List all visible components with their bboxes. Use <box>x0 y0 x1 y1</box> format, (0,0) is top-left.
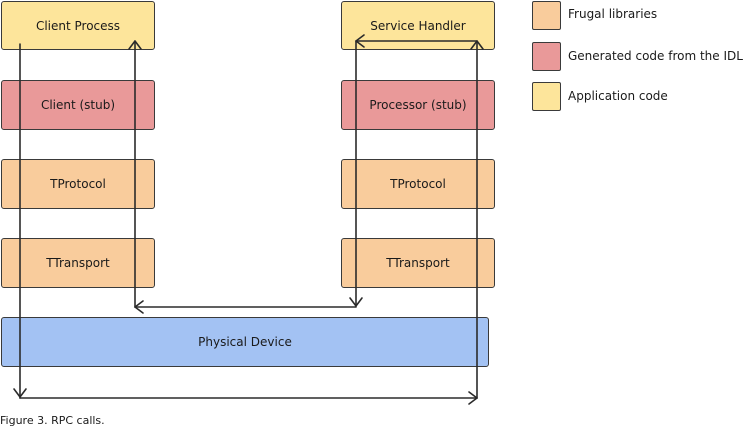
server-ttransport-box: TTransport <box>341 238 495 288</box>
physical-device-box: Physical Device <box>1 317 489 367</box>
client-process-box: Client Process <box>1 1 155 50</box>
server-ttransport-label: TTransport <box>386 256 450 270</box>
service-handler-box: Service Handler <box>341 1 495 50</box>
figure-caption: Figure 3. RPC calls. <box>0 414 105 427</box>
legend-swatch-frugal <box>532 1 561 30</box>
client-ttransport-label: TTransport <box>46 256 110 270</box>
legend-label-generated: Generated code from the IDL <box>568 49 743 63</box>
service-handler-label: Service Handler <box>370 18 466 33</box>
client-process-label: Client Process <box>35 18 121 33</box>
client-ttransport-box: TTransport <box>1 238 155 288</box>
request-arrowhead-right <box>468 391 478 405</box>
legend-swatch-generated <box>532 42 561 71</box>
server-tprotocol-label: TProtocol <box>390 177 446 191</box>
client-tprotocol-label: TProtocol <box>50 177 106 191</box>
processor-stub-box: Processor (stub) <box>341 80 495 130</box>
legend-swatch-application <box>532 82 561 111</box>
request-arrowhead-down <box>13 388 27 398</box>
physical-device-label: Physical Device <box>198 335 292 349</box>
server-tprotocol-box: TProtocol <box>341 159 495 209</box>
legend-label-frugal: Frugal libraries <box>568 7 658 21</box>
response-arrowhead-down <box>349 297 363 307</box>
legend-label-application: Application code <box>568 89 668 103</box>
client-stub-box: Client (stub) <box>1 80 155 130</box>
processor-stub-label: Processor (stub) <box>369 98 467 112</box>
response-arrowhead-left <box>134 300 144 314</box>
client-stub-label: Client (stub) <box>40 98 116 112</box>
client-tprotocol-box: TProtocol <box>1 159 155 209</box>
